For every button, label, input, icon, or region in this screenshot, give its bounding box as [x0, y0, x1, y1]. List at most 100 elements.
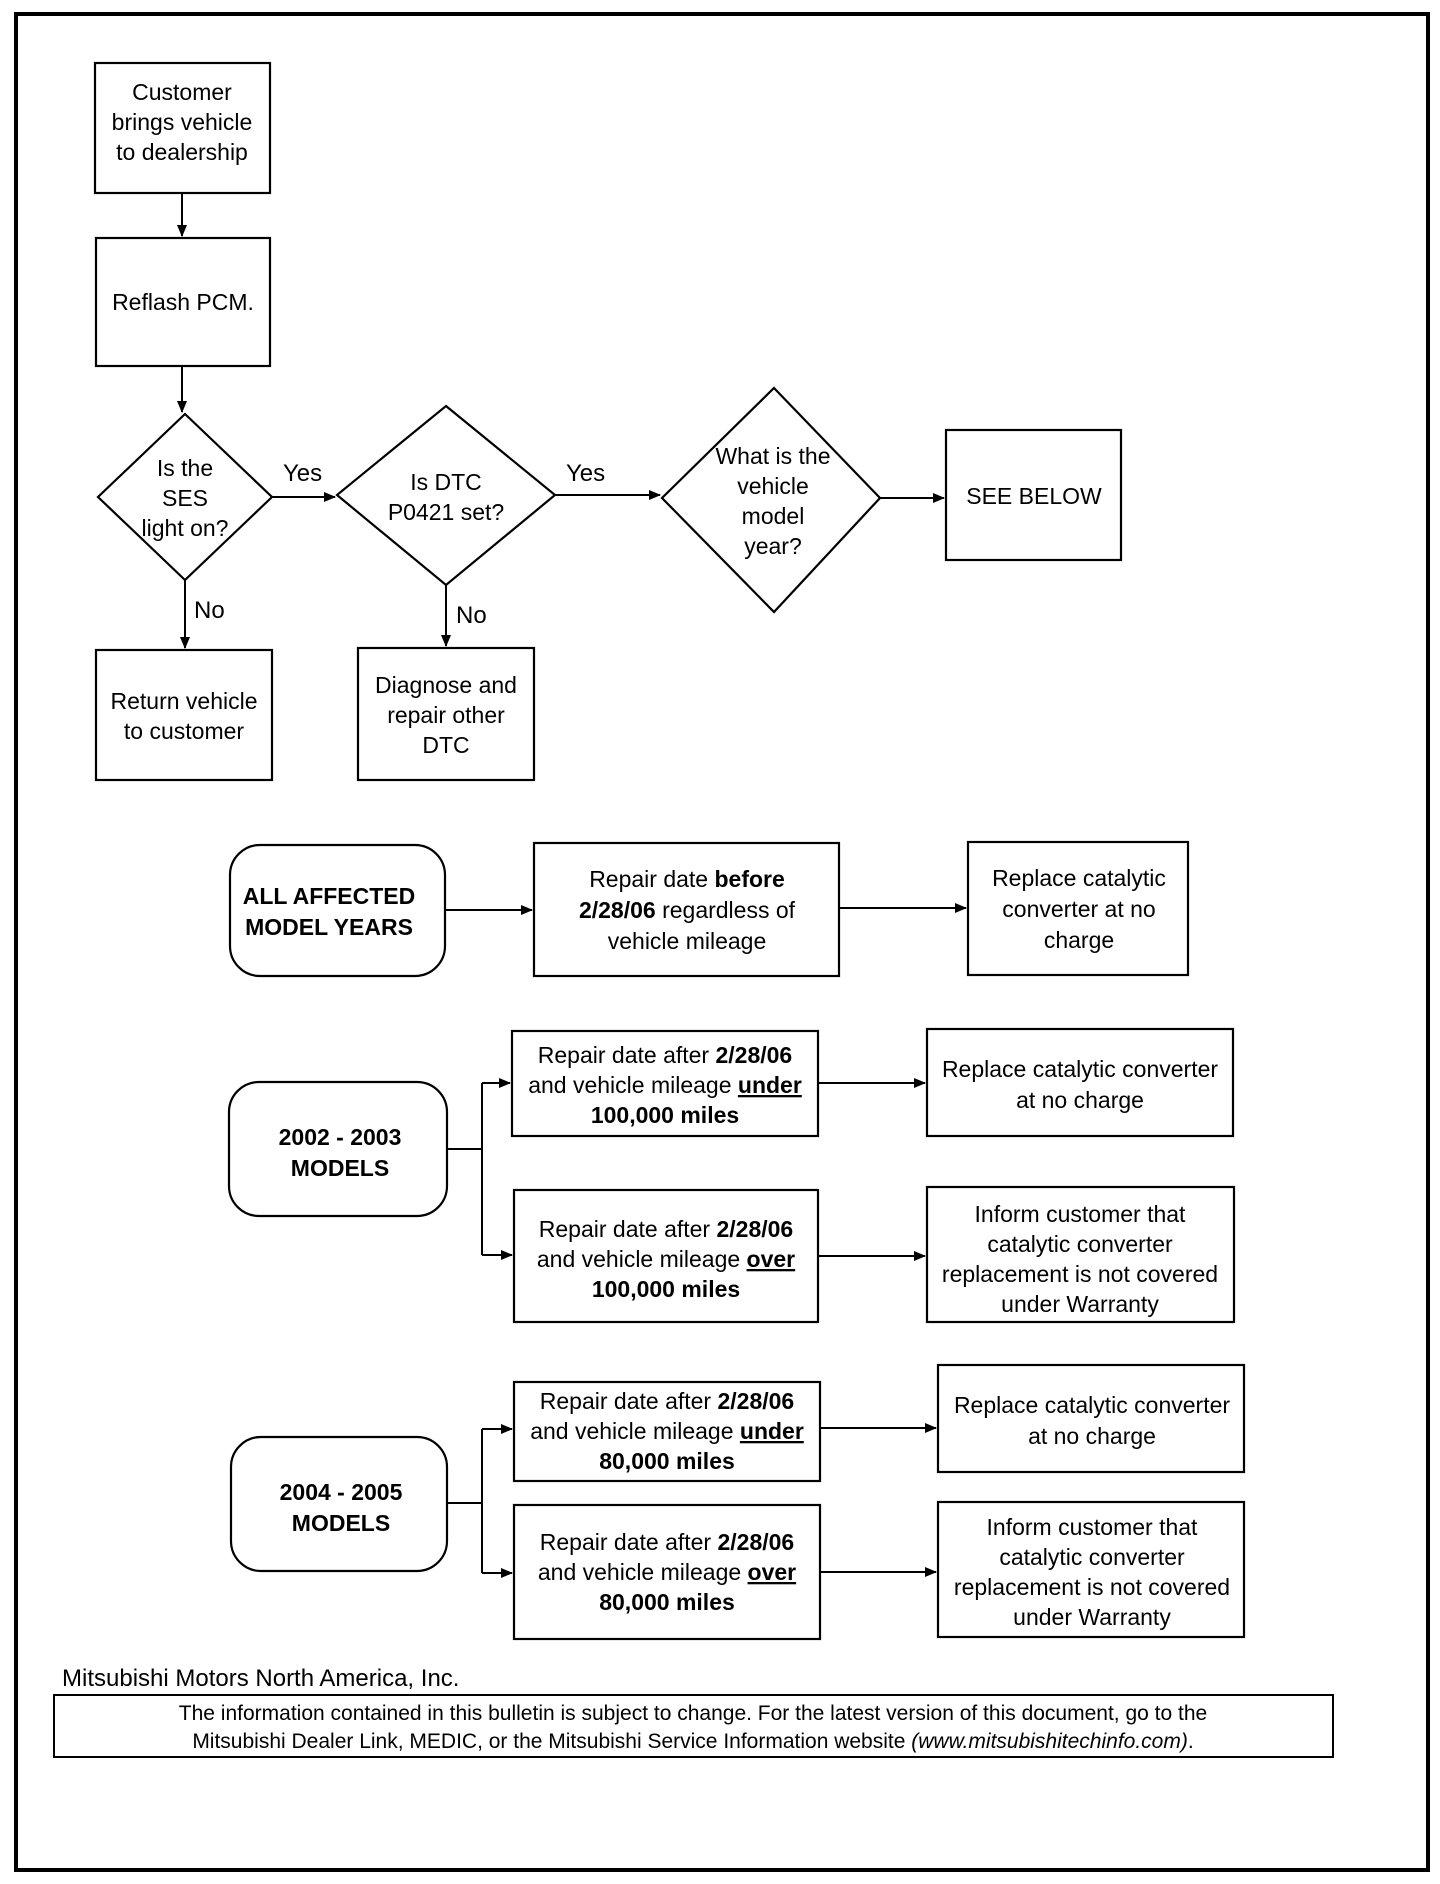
dtc-yes-label: Yes — [566, 460, 605, 487]
dtc-decision-diamond — [335, 404, 557, 587]
y2002-under-condition-text-segment: 100,000 miles — [591, 1102, 739, 1128]
y2002-under-outcome-text-line: Replace catalytic converter — [942, 1056, 1218, 1082]
start-text-line: to dealership — [116, 139, 248, 165]
y2002-over-condition-text-segment: over — [747, 1246, 796, 1272]
dtc-question-text-line: Is DTC — [410, 469, 482, 495]
ses-yes-label: Yes — [283, 460, 322, 487]
y2004-over-condition-text-segment: 2/28/06 — [717, 1529, 794, 1555]
dtc-question-text: Is DTC P0421 set? — [388, 469, 504, 525]
diagnose-text-line: DTC — [422, 732, 469, 758]
y2004-over-condition-text-segment: Repair date after — [540, 1529, 718, 1555]
group-2004-2005-label-line: 2004 - 2005 — [280, 1479, 403, 1505]
y2002-over-condition-text-segment: 100,000 miles — [592, 1276, 740, 1302]
ses-question-text-line: SES — [162, 485, 208, 511]
dtc-question-text-line: P0421 set? — [388, 499, 504, 525]
see-below-text: SEE BELOW — [966, 483, 1102, 509]
footer-notice-line2-text: Mitsubishi Dealer Link, MEDIC, or the Mi… — [192, 1730, 911, 1753]
y2002-over-outcome-text-line: replacement is not covered — [942, 1261, 1218, 1287]
reflash-text-line: Reflash PCM. — [112, 289, 254, 315]
all-condition-box — [532, 841, 841, 978]
reflash-box — [94, 236, 272, 368]
start-text: Customer brings vehicle to dealership — [112, 79, 253, 165]
all-condition-text-segment: regardless of — [656, 897, 796, 923]
y2002-over-outcome-text-line: catalytic converter — [987, 1231, 1173, 1257]
y2002-under-condition-text-segment: under — [738, 1072, 802, 1098]
y2004-under-outcome-text-line: Replace catalytic converter — [954, 1392, 1230, 1418]
reflash-text: Reflash PCM. — [112, 289, 254, 315]
y2002-over-condition-text-segment: and vehicle mileage — [537, 1246, 747, 1272]
y2002-over-outcome-text-line: Inform customer that — [975, 1201, 1187, 1227]
y2004-over-outcome-text-line: Inform customer that — [987, 1514, 1199, 1540]
model-year-question-text: What is the vehicle model year? — [715, 443, 830, 559]
footer-company: Mitsubishi Motors North America, Inc. — [62, 1665, 459, 1692]
footer-notice-line1: The information contained in this bullet… — [179, 1702, 1207, 1725]
group-2002-2003-label-line: MODELS — [291, 1155, 389, 1181]
diagnose-box — [356, 646, 536, 782]
y2004-over-outcome-box — [936, 1500, 1246, 1639]
group-all-affected — [228, 843, 447, 978]
group-2004-2005-label-line: MODELS — [292, 1510, 390, 1536]
return-vehicle-text-line: Return vehicle — [110, 688, 257, 714]
footer-notice-line2: Mitsubishi Dealer Link, MEDIC, or the Mi… — [192, 1730, 1193, 1753]
y2002-under-condition-text-segment: and vehicle mileage — [528, 1072, 738, 1098]
y2004-under-outcome-text-line: at no charge — [1028, 1423, 1156, 1449]
y2004-over-condition-box — [512, 1503, 822, 1641]
all-outcome-text: Replace catalytic converter at no charge — [992, 865, 1166, 953]
return-vehicle-text-line: to customer — [124, 718, 244, 744]
all-outcome-text-line: charge — [1044, 927, 1114, 953]
y2002-under-condition-text-segment: Repair date after — [538, 1042, 716, 1068]
edge-2004-branch — [447, 1429, 483, 1573]
y2002-over-condition-text: Repair date after 2/28/06 and vehicle mil… — [537, 1216, 795, 1302]
y2002-over-condition-text-segment: Repair date after — [539, 1216, 717, 1242]
start-text-line: brings vehicle — [112, 109, 253, 135]
model-year-question-text-line: year? — [744, 533, 802, 559]
model-year-question-text-line: model — [742, 503, 805, 529]
diagnose-text-line: repair other — [387, 702, 505, 728]
group-2002-2003-label-line: 2002 - 2003 — [279, 1124, 402, 1150]
y2004-under-outcome-text: Replace catalytic converter at no charge — [954, 1392, 1230, 1449]
y2002-under-outcome-box — [925, 1027, 1235, 1138]
y2004-over-condition-text-segment: and vehicle mileage — [538, 1559, 748, 1585]
all-condition-text-segment: before — [715, 866, 785, 892]
y2004-under-outcome-box — [936, 1363, 1246, 1474]
footer-notice-box — [53, 1694, 1334, 1758]
all-condition-text-segment: 2/28/06 — [579, 897, 656, 923]
y2002-over-outcome-text-line: under Warranty — [1001, 1291, 1159, 1317]
group-all-affected-label-line: ALL AFFECTED — [243, 883, 416, 909]
all-outcome-text-line: converter at no — [1002, 896, 1155, 922]
y2002-over-outcome-text: Inform customer that catalytic converter r… — [942, 1201, 1218, 1317]
return-vehicle-text: Return vehicle to customer — [110, 688, 257, 744]
y2002-over-condition-text-segment: 2/28/06 — [716, 1216, 793, 1242]
model-year-decision-diamond — [660, 386, 882, 614]
y2002-over-condition-box — [512, 1188, 820, 1324]
y2004-under-condition-text-segment: 80,000 miles — [599, 1448, 735, 1474]
group-all-affected-label-line: MODEL YEARS — [245, 914, 413, 940]
all-outcome-text-line: Replace catalytic — [992, 865, 1166, 891]
ses-question-text-line: light on? — [142, 515, 229, 541]
y2002-over-outcome-box — [925, 1185, 1236, 1324]
model-year-question-text-line: vehicle — [737, 473, 809, 499]
ses-question-text-line: Is the — [157, 455, 213, 481]
page-border — [14, 12, 1430, 1872]
edge-2002-branch — [447, 1083, 483, 1255]
y2004-under-condition-text-segment: 2/28/06 — [717, 1388, 794, 1414]
y2002-under-condition-text: Repair date after 2/28/06 and vehicle mil… — [528, 1042, 802, 1128]
y2004-over-outcome-text-line: under Warranty — [1013, 1604, 1171, 1630]
y2002-under-condition-text-segment: 2/28/06 — [715, 1042, 792, 1068]
model-year-question-text-line: What is the — [715, 443, 830, 469]
group-all-affected-label: ALL AFFECTED MODEL YEARS — [243, 883, 416, 940]
y2004-over-outcome-text-line: catalytic converter — [999, 1544, 1185, 1570]
see-below-text-line: SEE BELOW — [966, 483, 1102, 509]
start-text-line: Customer — [132, 79, 232, 105]
y2002-under-condition-box — [510, 1029, 820, 1138]
dtc-no-label: No — [456, 602, 487, 629]
diagnose-text-line: Diagnose and — [375, 672, 517, 698]
